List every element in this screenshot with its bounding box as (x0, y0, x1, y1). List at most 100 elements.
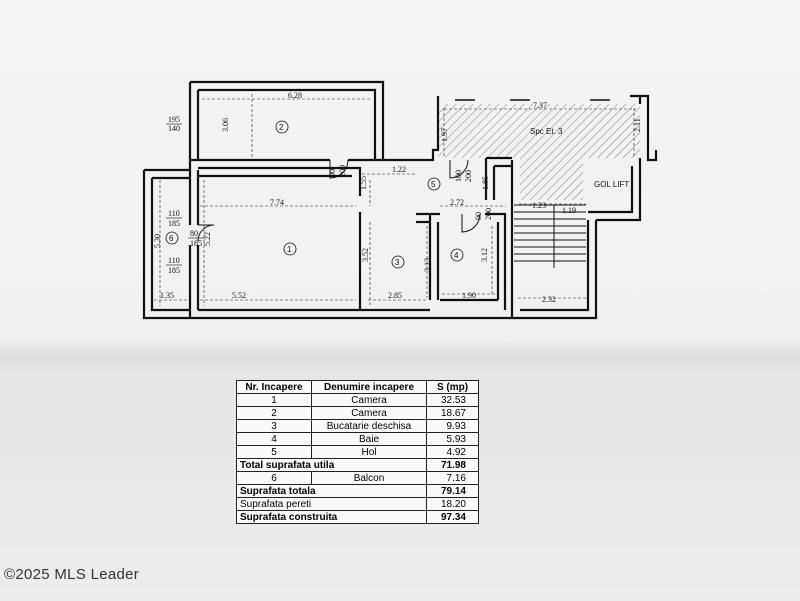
area-table-header: Nr. Incapere Denumire incapere S (mp) (236, 380, 479, 394)
door-mark: 110 185 (166, 256, 182, 275)
dimension-lines (154, 94, 636, 306)
dim-label: 7.37 (533, 101, 547, 110)
dim-label: 1.97 (440, 128, 449, 142)
svg-text:185: 185 (168, 266, 180, 275)
door-mark: 110 185 (166, 209, 182, 228)
walls-label: Suprafata pereti (236, 497, 427, 511)
dim-label: 1.55 (359, 176, 368, 190)
dim-label: 7.74 (270, 198, 284, 207)
col-header-nr: Nr. Incapere (236, 380, 312, 394)
svg-text:100: 100 (454, 170, 463, 182)
total-utila-label: Total suprafata utila (236, 458, 427, 472)
svg-text:110: 110 (168, 209, 180, 218)
door-mark: 90 200 (328, 165, 347, 177)
door-mark: 195 140 (166, 115, 182, 133)
room-nr: 2 (236, 406, 312, 420)
room-area: 7.16 (426, 471, 479, 485)
dim-label: 1.90 (462, 291, 476, 300)
dim-label: 3.52 (361, 248, 370, 262)
svg-text:6: 6 (169, 234, 174, 243)
room-area: 18.67 (426, 406, 479, 420)
total-label: Suprafata totala (236, 484, 427, 498)
door-mark: 90 200 (474, 208, 493, 220)
svg-text:200: 200 (464, 170, 473, 182)
dim-label: 1.19 (562, 206, 576, 215)
table-row: 6 Balcon 7.16 (236, 471, 479, 485)
room-area: 5.93 (426, 432, 479, 446)
room-name: Camera (311, 406, 427, 420)
dim-label: 3.13 (423, 258, 432, 272)
table-row: 4 Baie 5.93 (236, 432, 479, 446)
stair-landing-hatch (438, 104, 640, 200)
room-name: Camera (311, 393, 427, 407)
svg-text:90: 90 (474, 212, 483, 220)
svg-text:110: 110 (168, 256, 180, 265)
svg-text:185: 185 (190, 239, 202, 248)
svg-text:1: 1 (287, 245, 292, 254)
room-marker-6: 6 (165, 231, 179, 245)
room-marker-4: 4 (450, 248, 464, 262)
table-row: 5 Hol 4.92 (236, 445, 479, 459)
lift-label: GOL LIFT (594, 180, 629, 189)
room-nr: 5 (236, 445, 312, 459)
room-area: 4.92 (426, 445, 479, 459)
table-row: 1 Camera 32.53 (236, 393, 479, 407)
room-name: Balcon (311, 471, 427, 485)
room-name: Hol (311, 445, 427, 459)
svg-text:195: 195 (168, 115, 180, 124)
total-utila-row: Total suprafata utila 71.98 (236, 458, 479, 472)
room-marker-1: 1 (283, 242, 297, 256)
svg-text:140: 140 (168, 124, 180, 133)
room-marker-3: 3 (391, 255, 405, 269)
built-row: Suprafata construita 97.34 (236, 510, 479, 524)
door-mark: 100 200 (454, 170, 473, 182)
svg-text:4: 4 (454, 251, 459, 260)
door-mark: 80 185 (188, 229, 204, 248)
room-marker-5: 5 (427, 177, 441, 191)
dim-label: 3.06 (221, 118, 230, 132)
svg-text:3: 3 (395, 258, 400, 267)
dim-label: 1.85 (481, 176, 490, 190)
room-nr: 4 (236, 432, 312, 446)
svg-text:200: 200 (338, 165, 347, 177)
room-area: 32.53 (426, 393, 479, 407)
dim-label: 5.22 (203, 232, 212, 246)
room-marker-2: 2 (275, 120, 289, 134)
dim-label: 2.32 (542, 295, 556, 304)
svg-text:80: 80 (190, 229, 198, 238)
watermark: ©2025 MLS Leader (4, 566, 140, 583)
door-marks: 195 140 90 200 110 185 80 185 110 185 10… (166, 115, 493, 275)
dim-label: 2.85 (388, 291, 402, 300)
dim-label: 1.22 (392, 165, 406, 174)
door-swings (197, 159, 481, 242)
total-value: 79.14 (426, 484, 479, 498)
built-value: 97.34 (426, 510, 479, 524)
dim-label: 1.23 (532, 201, 546, 210)
area-table: Nr. Incapere Denumire incapere S (mp) 1 … (236, 380, 479, 524)
table-row: 3 Bucatarie deschisa 9.93 (236, 419, 479, 433)
room-markers: 1 2 3 4 5 6 (165, 120, 464, 269)
dim-label: 1.35 (160, 291, 174, 300)
dim-label: 5.52 (232, 291, 246, 300)
walls-row: Suprafata pereti 18.20 (236, 497, 479, 511)
room-nr: 3 (236, 419, 312, 433)
total-utila-value: 71.98 (426, 458, 479, 472)
dimension-labels: 6.28 3.06 7.74 5.30 5.22 5.52 1.35 2.85 … (153, 91, 642, 304)
svg-text:200: 200 (484, 208, 493, 220)
dim-label: 2.11 (633, 118, 642, 132)
dim-label: 3.12 (480, 248, 489, 262)
svg-text:2: 2 (279, 123, 284, 132)
table-row: 2 Camera 18.67 (236, 406, 479, 420)
stair-landing-label: Spc Et. 3 (530, 127, 563, 136)
dim-label: 6.28 (288, 91, 302, 100)
svg-text:185: 185 (168, 219, 180, 228)
dim-label: 5.30 (153, 234, 162, 248)
total-row: Suprafata totala 79.14 (236, 484, 479, 498)
built-label: Suprafata construita (236, 510, 427, 524)
col-header-area: S (mp) (426, 380, 479, 394)
room-name: Baie (311, 432, 427, 446)
walls-value: 18.20 (426, 497, 479, 511)
room-nr: 1 (236, 393, 312, 407)
room-area: 9.93 (426, 419, 479, 433)
walls (142, 80, 658, 320)
